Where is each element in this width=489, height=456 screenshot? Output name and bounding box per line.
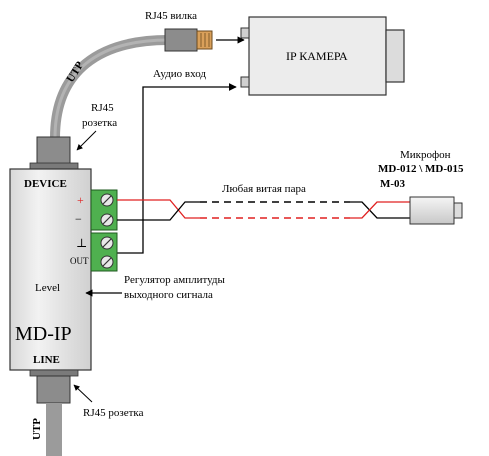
- regulator-label-2: выходного сигнала: [124, 289, 213, 301]
- twisted-pair-label: Любая витая пара: [222, 183, 306, 195]
- minus-label: −: [75, 212, 82, 226]
- rj45-socket-top: [36, 136, 71, 165]
- terminal-block-out: [90, 232, 118, 272]
- twisted-pair: [117, 199, 410, 221]
- rj45-socket-top-label-1: RJ45: [91, 102, 114, 114]
- md-ip-label: MD-IP: [15, 323, 72, 345]
- terminal-block-mic: [90, 189, 118, 231]
- rj45-plug: [164, 28, 213, 52]
- microphone-label: Микрофон: [400, 149, 451, 161]
- rj45-socket-bottom-arrow: [73, 384, 93, 403]
- rj45-socket-top-label-2: розетка: [82, 117, 117, 129]
- rj45-socket-top-arrow: [76, 130, 97, 151]
- md-ip-device-body: [9, 168, 92, 371]
- ground-label: ⊥: [76, 236, 87, 250]
- device-label: DEVICE: [24, 178, 67, 190]
- audio-in-label: Аудио вход: [153, 68, 206, 80]
- mic-models-label-2: M-03: [380, 178, 406, 190]
- level-label: Level: [35, 282, 60, 294]
- plus-label: +: [77, 193, 84, 207]
- line-label: LINE: [33, 354, 60, 366]
- rj45-socket-bottom: [36, 375, 71, 404]
- ip-camera-label: IP КАМЕРА: [286, 49, 348, 63]
- mic-models-label-1: MD-012 \ MD-015: [378, 163, 464, 175]
- microphone: [409, 196, 463, 225]
- rj45-socket-bottom-label: RJ45 розетка: [83, 407, 144, 419]
- rj45-plug-label: RJ45 вилка: [145, 10, 197, 22]
- utp-bottom-label: UTP: [31, 418, 43, 440]
- out-label: OUT: [70, 256, 89, 266]
- audio-wire: [115, 83, 237, 254]
- utp-cable-bottom: [46, 403, 62, 456]
- regulator-label-1: Регулятор амплитуды: [124, 274, 226, 286]
- ip-camera: IP КАМЕРА: [240, 16, 405, 96]
